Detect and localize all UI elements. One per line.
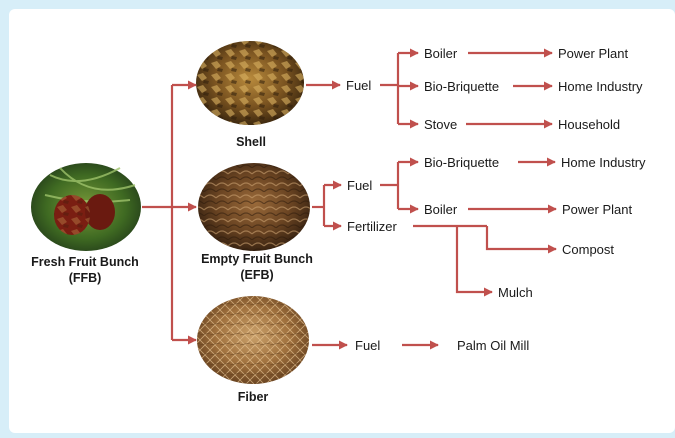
ffb-label-line2: (FFB) [69, 271, 102, 285]
shell-label: Shell [236, 135, 266, 149]
shell-briquette-label: Bio-Briquette [424, 79, 499, 94]
efb-compost-label: Compost [562, 242, 614, 257]
fiber-image [197, 296, 309, 384]
ffb-image [31, 163, 141, 251]
efb-fertilizer-label: Fertilizer [347, 219, 398, 234]
efb-fuel-label: Fuel [347, 178, 372, 193]
fiber-label: Fiber [238, 390, 269, 404]
efb-homeindustry-label: Home Industry [561, 155, 646, 170]
shell-boiler-label: Boiler [424, 46, 458, 61]
efb-image [198, 163, 310, 251]
efb-boiler-label: Boiler [424, 202, 458, 217]
efb-label-line2: (EFB) [240, 268, 273, 282]
shell-image [196, 41, 304, 125]
fiber-fuel-label: Fuel [355, 338, 380, 353]
shell-stove-label: Stove [424, 117, 457, 132]
shell-homeindustry-label: Home Industry [558, 79, 643, 94]
shell-household-label: Household [558, 117, 620, 132]
shell-powerplant-label: Power Plant [558, 46, 628, 61]
efb-mulch-label: Mulch [498, 285, 533, 300]
fiber-mill-label: Palm Oil Mill [457, 338, 529, 353]
shell-fuel-label: Fuel [346, 78, 371, 93]
efb-label-line1: Empty Fruit Bunch [201, 252, 313, 266]
efb-powerplant-label: Power Plant [562, 202, 632, 217]
efb-briquette-label: Bio-Briquette [424, 155, 499, 170]
ffb-label-line1: Fresh Fruit Bunch [31, 255, 139, 269]
